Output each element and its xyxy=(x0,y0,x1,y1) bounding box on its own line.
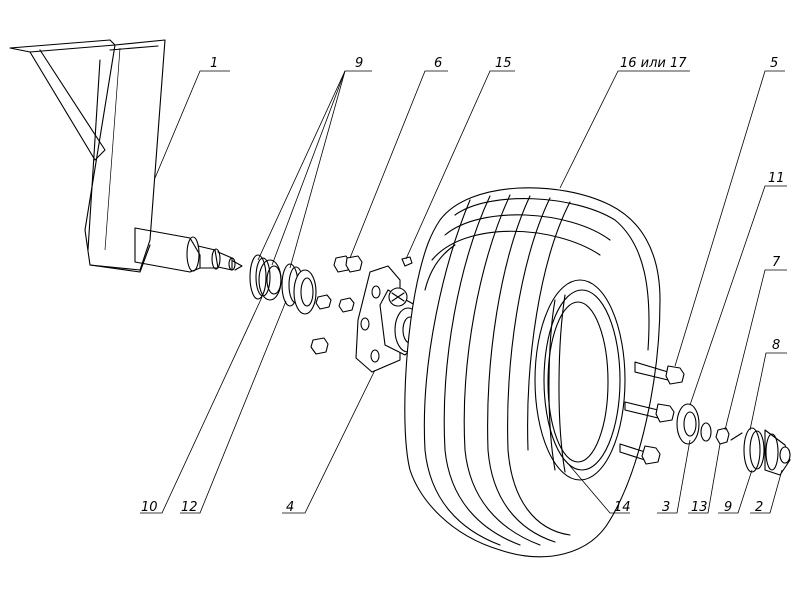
leader-lines xyxy=(140,70,787,514)
wheel-tyre xyxy=(404,187,661,558)
callout-4: 4 xyxy=(286,500,294,515)
callout-10: 10 xyxy=(141,500,158,515)
callout-16-or-17: 16 или 17 xyxy=(620,56,687,71)
callout-5: 5 xyxy=(770,56,778,71)
callout-3: 3 xyxy=(662,500,670,515)
callout-labels: 1 9 6 15 16 или 17 5 11 7 8 10 12 4 14 3… xyxy=(141,56,785,515)
callout-9-bottom: 9 xyxy=(724,500,732,515)
nuts xyxy=(310,255,363,355)
frame-and-axle xyxy=(9,39,243,273)
bearing-set-left xyxy=(249,254,317,315)
callout-15: 15 xyxy=(495,56,512,71)
callout-14: 14 xyxy=(614,500,631,515)
wheel-bolts xyxy=(619,361,685,465)
callout-13: 13 xyxy=(691,500,708,515)
callout-2: 2 xyxy=(755,500,763,515)
callout-11: 11 xyxy=(768,171,785,186)
callout-6: 6 xyxy=(434,56,442,71)
callout-7: 7 xyxy=(772,255,781,270)
callout-9-top: 9 xyxy=(355,56,363,71)
callout-1: 1 xyxy=(210,56,218,71)
bearing-set-right xyxy=(676,403,791,476)
callout-8: 8 xyxy=(772,338,780,353)
callout-12: 12 xyxy=(181,500,198,515)
